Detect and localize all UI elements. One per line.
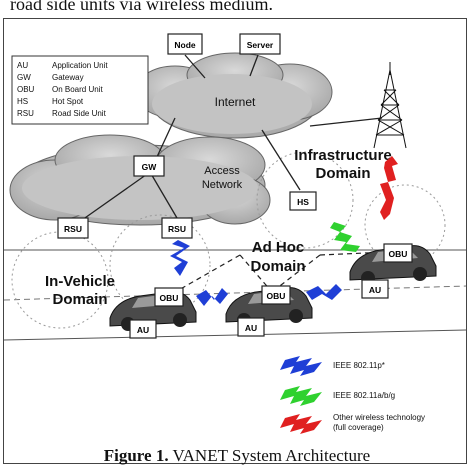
rsu-right-label: RSU	[168, 224, 186, 234]
access-network-label-2: Network	[202, 179, 243, 191]
tower-icon	[373, 62, 407, 149]
obu-3-label: OBU	[389, 249, 408, 259]
rsu-right-box: RSU	[161, 217, 193, 239]
gw-box: GW	[133, 155, 165, 177]
server-label: Server	[247, 40, 274, 50]
legend-abbr-rsu: RSU	[17, 109, 34, 118]
legend-desc-obu: On Board Unit	[52, 85, 103, 94]
tech-legend-label-3b: (full coverage)	[333, 423, 384, 432]
au-3-label: AU	[369, 285, 381, 295]
wireless-link-red	[380, 156, 398, 220]
figure-caption: Figure 1. VANET System Architecture	[0, 446, 474, 466]
obu-1-box: OBU	[154, 287, 184, 307]
abbreviation-legend	[11, 55, 149, 125]
node-label: Node	[174, 40, 196, 50]
node-box: Node	[167, 33, 203, 55]
legend-desc-rsu: Road Side Unit	[52, 109, 107, 118]
infrastructure-domain-label-2: Domain	[315, 165, 370, 182]
au-2-label: AU	[245, 323, 257, 333]
caption-text: VANET System Architecture	[168, 446, 371, 465]
rsu-left-label: RSU	[64, 224, 82, 234]
infrastructure-domain-label-1: Infrastructure	[294, 147, 392, 164]
legend-abbr-au: AU	[17, 61, 28, 70]
legend-abbr-gw: GW	[17, 73, 31, 82]
lightning-icon-green	[280, 386, 322, 406]
legend-desc-hs: Hot Spot	[52, 97, 84, 106]
tech-legend-label-1: IEEE 802.11p*	[333, 361, 385, 370]
internet-label: Internet	[215, 95, 256, 109]
legend-desc-gw: Gateway	[52, 73, 84, 82]
network-links	[81, 54, 383, 221]
access-network-label-1: Access	[204, 165, 240, 177]
au-3-box: AU	[361, 279, 389, 299]
hs-box: HS	[289, 191, 317, 211]
wireless-link-blue-3	[306, 284, 342, 300]
obu-2-box: OBU	[261, 285, 291, 305]
invehicle-domain-label-1: In-Vehicle	[45, 273, 115, 290]
rsu-left-box: RSU	[57, 217, 89, 239]
internet-cloud	[134, 52, 333, 139]
tech-legend: IEEE 802.11p* IEEE 802.11a/b/g Other wir…	[280, 356, 425, 434]
adhoc-domain-label-2: Domain	[250, 258, 305, 275]
legend-abbr-hs: HS	[17, 97, 28, 106]
hs-label: HS	[297, 197, 309, 207]
access-network-cloud	[9, 134, 271, 226]
legend-abbr-obu: OBU	[17, 85, 35, 94]
lightning-icon-blue	[280, 356, 322, 376]
obu-1-label: OBU	[160, 293, 179, 303]
caption-number: Figure 1.	[103, 446, 169, 465]
legend-desc-au: Application Unit	[52, 61, 108, 70]
legend-rows: AU Application Unit GW Gateway OBU On Bo…	[17, 61, 108, 118]
au-1-label: AU	[137, 325, 149, 335]
invehicle-domain-label-2: Domain	[52, 291, 107, 308]
gw-label: GW	[142, 162, 158, 172]
au-1-box: AU	[129, 319, 157, 339]
tech-legend-label-2: IEEE 802.11a/b/g	[333, 391, 395, 400]
wireless-link-blue-2	[196, 288, 228, 306]
server-box: Server	[239, 33, 281, 55]
wireless-link-blue-1	[170, 240, 190, 276]
wireless-link-green	[330, 222, 360, 252]
obu-2-label: OBU	[267, 291, 286, 301]
tech-legend-label-3: Other wireless technology	[333, 413, 425, 422]
adhoc-domain-label-1: Ad Hoc	[252, 239, 305, 256]
preceding-text-line: road side units via wireless medium.	[10, 0, 273, 14]
obu-3-box: OBU	[383, 243, 413, 263]
au-2-box: AU	[237, 317, 265, 337]
lightning-icon-red	[280, 414, 322, 434]
